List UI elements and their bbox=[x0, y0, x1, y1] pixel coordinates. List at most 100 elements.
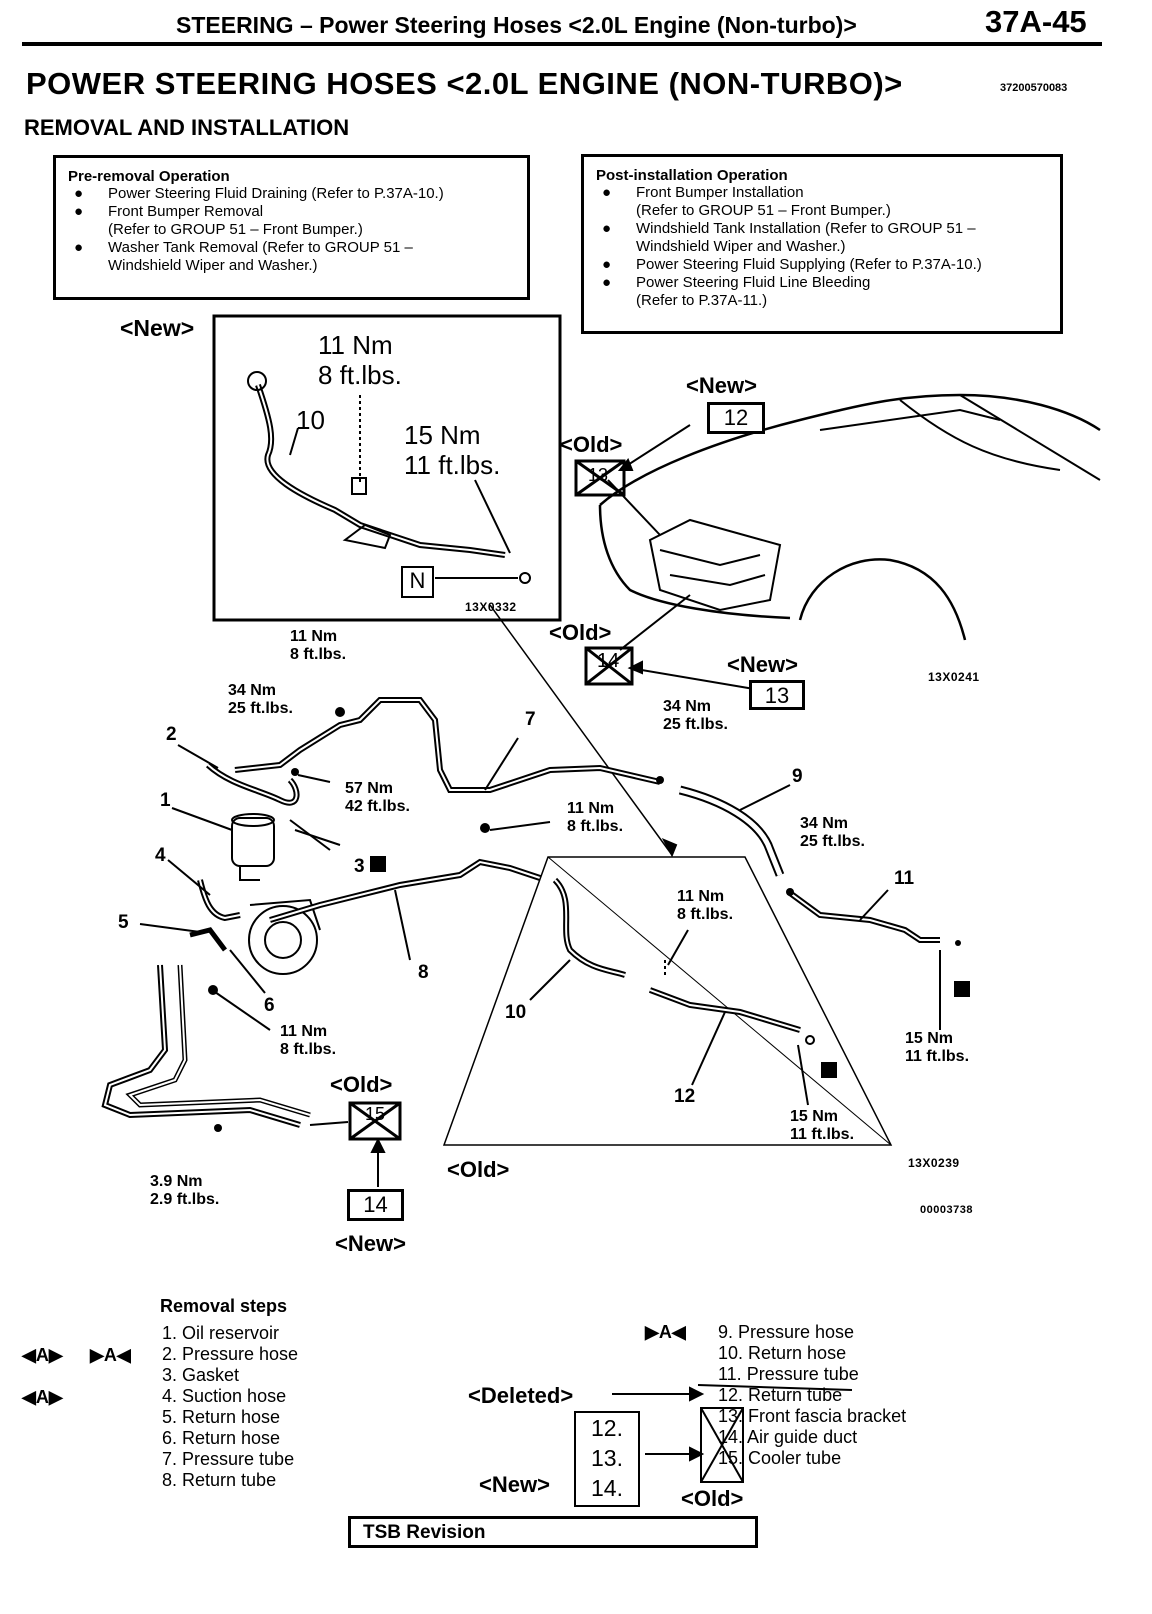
car-old-13-number: 13 bbox=[588, 465, 609, 485]
part-number: 5 bbox=[118, 912, 129, 933]
post-item: ●Power Steering Fluid Line Bleeding bbox=[602, 274, 871, 291]
page-subtitle: REMOVAL AND INSTALLATION bbox=[24, 115, 350, 140]
inset-new-tag: <New> bbox=[120, 315, 195, 341]
step-item: 3. Gasket bbox=[162, 1365, 240, 1385]
triangle-old-tag: <Old> bbox=[447, 1157, 510, 1182]
step-item: 15. Cooler tube bbox=[718, 1448, 842, 1468]
post-item: (Refer to P.37A-11.) bbox=[636, 292, 768, 309]
car-old-13-tag: <Old> bbox=[560, 432, 623, 457]
step-item: 13. Front fascia bracket bbox=[718, 1406, 907, 1426]
part-number: 1 bbox=[160, 790, 171, 811]
post-item: Windshield Wiper and Washer.) bbox=[636, 238, 846, 255]
deleted-tag: <Deleted> bbox=[468, 1383, 574, 1408]
pre-removal-title: Pre-removal Operation bbox=[68, 168, 230, 185]
step-item: 2. Pressure hose bbox=[162, 1344, 299, 1364]
post-item: ●Windshield Tank Installation (Refer to … bbox=[602, 220, 976, 237]
ref-code: 00003738 bbox=[920, 1204, 973, 1216]
new-14-tag: <New> bbox=[335, 1231, 406, 1256]
inset-part-10: 10 bbox=[296, 405, 325, 435]
new-number: 13. bbox=[591, 1445, 623, 1471]
car-new-12-box: 12 bbox=[707, 402, 765, 434]
ref-code: 13X0239 bbox=[908, 1156, 960, 1170]
step-item: 10. Return hose bbox=[718, 1343, 847, 1363]
step-item: 7. Pressure tube bbox=[162, 1449, 295, 1469]
pre-item: ●Power Steering Fluid Draining (Refer to… bbox=[74, 185, 444, 202]
step-item: 6. Return hose bbox=[162, 1428, 281, 1448]
new-number: 12. bbox=[591, 1415, 623, 1441]
inset-torque2-nm: 15 Nm bbox=[404, 420, 481, 450]
part-number: 9 bbox=[792, 766, 803, 787]
mark-b-icon: ▶A◀ bbox=[645, 1322, 686, 1342]
pre-item: Windshield Wiper and Washer.) bbox=[108, 257, 318, 274]
pre-item: ●Front Bumper Removal bbox=[74, 203, 264, 220]
car-new-13-box: 13 bbox=[749, 680, 805, 710]
post-installation-box: Post-installation Operation ●Front Bumpe… bbox=[581, 154, 1063, 334]
tsb-revision-box: TSB Revision bbox=[348, 1516, 758, 1548]
old-tag: <Old> bbox=[681, 1486, 744, 1511]
step-item: 12. Return tube bbox=[718, 1385, 843, 1405]
post-item: ●Front Bumper Installation bbox=[602, 184, 804, 201]
car-new-13-tag: <New> bbox=[727, 652, 798, 677]
removal-steps-left: 1. Oil reservoir 2. Pressure hose 3. Gas… bbox=[162, 1323, 298, 1491]
header-rule bbox=[22, 42, 1102, 46]
pre-removal-box: Pre-removal Operation ●Power Steering Fl… bbox=[53, 155, 530, 300]
part-number: 8 bbox=[418, 962, 429, 983]
pre-item: (Refer to GROUP 51 – Front Bumper.) bbox=[108, 221, 363, 238]
inset-torque2-ft: 11 ft.lbs. bbox=[404, 450, 501, 480]
inset-torque1-ft: 8 ft.lbs. bbox=[318, 360, 402, 390]
step-item: 11. Pressure tube bbox=[718, 1364, 859, 1384]
step-item: 9. Pressure hose bbox=[718, 1322, 855, 1342]
doc-code: 37200570083 bbox=[1000, 82, 1068, 94]
new-numbers-box: 12. 13. 14. bbox=[574, 1411, 640, 1507]
section-header: STEERING – Power Steering Hoses <2.0L En… bbox=[176, 12, 857, 38]
step-item: 8. Return tube bbox=[162, 1470, 277, 1490]
mark-b-icon: ▶A◀ bbox=[90, 1345, 131, 1365]
pre-item: ●Washer Tank Removal (Refer to GROUP 51 … bbox=[74, 239, 413, 256]
car-old-14-number: 14 bbox=[597, 650, 620, 672]
part-number: 10 bbox=[505, 1002, 527, 1023]
mark-a-icon: ◀A▶ bbox=[22, 1345, 63, 1365]
post-item: (Refer to GROUP 51 – Front Bumper.) bbox=[636, 202, 891, 219]
page-number: 37A-45 bbox=[985, 4, 1087, 39]
part-number: 12 bbox=[674, 1086, 696, 1107]
old-15-tag: <Old> bbox=[330, 1072, 393, 1097]
part-number: 11 bbox=[894, 868, 915, 889]
removal-steps-heading: Removal steps bbox=[160, 1296, 288, 1316]
page-title: POWER STEERING HOSES <2.0L ENGINE (NON-T… bbox=[26, 66, 903, 101]
inset-n-mark: N bbox=[401, 566, 434, 598]
inset-ref-code: 13X0332 bbox=[465, 600, 517, 614]
part-number: 7 bbox=[525, 709, 536, 730]
new-number: 14. bbox=[591, 1475, 623, 1501]
step-item: 1. Oil reservoir bbox=[162, 1323, 280, 1343]
post-item: ●Power Steering Fluid Supplying (Refer t… bbox=[602, 256, 982, 273]
car-old-14-tag: <Old> bbox=[549, 620, 612, 645]
mark-a-icon: ◀A▶ bbox=[22, 1387, 63, 1407]
new-tag: <New> bbox=[479, 1472, 550, 1497]
inset-torque1-nm: 11 Nm bbox=[318, 330, 393, 360]
part-number: 2 bbox=[166, 724, 177, 745]
tsb-revision-label: TSB Revision bbox=[363, 1522, 486, 1543]
part-number: 6 bbox=[264, 995, 275, 1016]
step-item: 14. Air guide duct bbox=[718, 1427, 858, 1447]
part-number: 3 bbox=[354, 856, 365, 877]
step-item: 4. Suction hose bbox=[162, 1386, 287, 1406]
step-item: 5. Return hose bbox=[162, 1407, 281, 1427]
car-ref-code: 13X0241 bbox=[928, 670, 980, 684]
old-15-number: 15 bbox=[365, 1104, 386, 1124]
new-14-box: 14 bbox=[347, 1189, 404, 1221]
part-number: 4 bbox=[155, 845, 166, 866]
removal-steps-right: 9. Pressure hose 10. Return hose 11. Pre… bbox=[718, 1322, 906, 1469]
post-installation-title: Post-installation Operation bbox=[596, 167, 788, 184]
